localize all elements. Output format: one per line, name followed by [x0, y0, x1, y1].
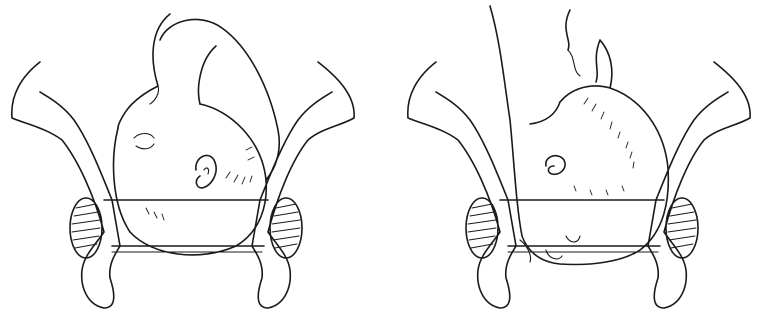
panel-right — [408, 6, 750, 308]
fetal-head-icon-2 — [490, 6, 668, 264]
bone-hatching-right — [272, 204, 300, 248]
pelvic-bone-right — [252, 62, 354, 308]
pelvic-bone-left-2 — [408, 62, 516, 308]
bone-hatching-left — [72, 204, 100, 248]
panel-left — [12, 14, 354, 308]
bone-hatching-right-2 — [668, 204, 696, 248]
fetal-head-icon — [114, 14, 280, 255]
pelvic-bone-right-2 — [648, 62, 750, 308]
bone-hatching-left-2 — [468, 204, 496, 248]
pelvic-bone-left — [12, 62, 120, 308]
